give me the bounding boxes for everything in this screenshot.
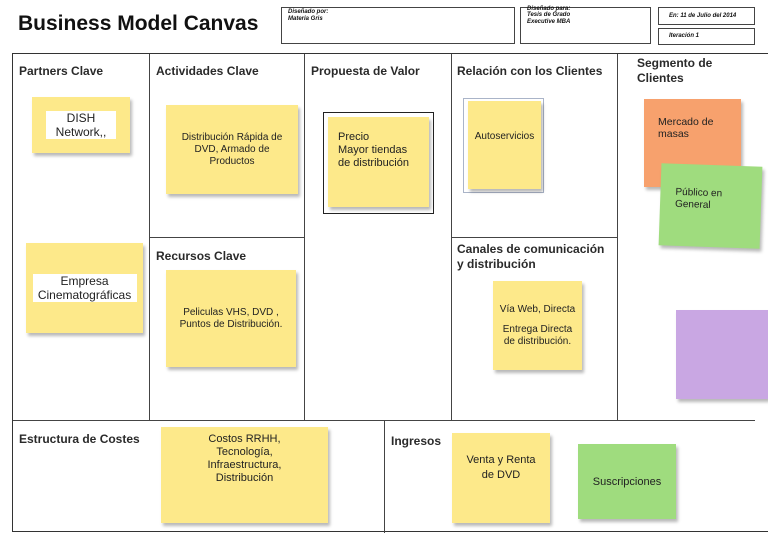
- section-title-costes: Estructura de Costes: [19, 432, 140, 446]
- section-title-partners: Partners Clave: [19, 64, 104, 78]
- divider: [384, 420, 385, 533]
- sticky-note-purple[interactable]: [676, 310, 768, 399]
- note-text: Venta y Renta de DVD: [466, 454, 536, 481]
- section-title-actividades: Actividades Clave: [156, 64, 259, 78]
- divider: [149, 237, 304, 238]
- canvas-board: [12, 53, 768, 533]
- sticky-note-peliculas[interactable]: Peliculas VHS, DVD , Puntos de Distribuc…: [166, 270, 296, 367]
- note-text: DISH Network,,: [46, 111, 116, 139]
- designed-for-box: Diseñado para: Tesis de Grado Executive …: [520, 6, 651, 44]
- iteration-box: Iteración 1: [658, 28, 755, 45]
- note-text: Distribución Rápida de DVD, Armado de Pr…: [181, 131, 283, 167]
- sticky-note-suscripciones[interactable]: Suscripciones: [578, 444, 676, 519]
- divider: [451, 237, 617, 238]
- iteration-text: Iteración 1: [669, 33, 700, 39]
- designed-by-box: Diseñado por: Materia Gris: [281, 7, 515, 44]
- divider: [304, 54, 305, 420]
- highlight-frame-propuesta: [323, 112, 434, 214]
- note-text: Peliculas VHS, DVD , Puntos de Distribuc…: [179, 306, 283, 330]
- note-text: Autoservicios: [474, 131, 535, 142]
- sticky-note-dish[interactable]: DISH Network,,: [32, 97, 130, 153]
- sticky-note-canales[interactable]: Vía Web, Directa Entrega Directa de dist…: [493, 281, 582, 370]
- designed-by-label: Diseñado por:: [288, 9, 329, 15]
- note-text: Precio: [338, 131, 370, 143]
- date-box: En: 11 de Julio del 2014: [658, 7, 755, 25]
- designed-for-label: Diseñado para:: [527, 6, 571, 12]
- highlight-frame-relacion: [463, 98, 544, 193]
- section-title-canales: Canales de comunicación y distribución: [457, 242, 605, 271]
- note-text: Vía Web, Directa: [499, 303, 576, 315]
- sticky-note-costos[interactable]: Costos RRHH, Tecnología, Infraestructura…: [161, 427, 328, 523]
- section-title-recursos: Recursos Clave: [156, 249, 247, 263]
- date-text: En: 11 de Julio del 2014: [669, 13, 737, 19]
- sticky-note-propuesta[interactable]: Precio Mayor tiendas de distribución: [328, 117, 429, 207]
- designed-by-value: Materia Gris: [288, 16, 323, 22]
- note-text: Mercado de masas: [658, 116, 714, 140]
- sticky-note-empresa[interactable]: Empresa Cinematográficas: [26, 243, 143, 333]
- section-title-propuesta: Propuesta de Valor: [311, 64, 420, 78]
- note-text: Costos RRHH, Tecnología, Infraestructura…: [207, 433, 282, 484]
- designed-for-value-2: Executive MBA: [527, 19, 571, 25]
- designed-for-value-1: Tesis de Grado: [527, 12, 571, 18]
- note-text: Público en General: [674, 186, 723, 211]
- section-title-segmento: Segmento de Clientes: [637, 56, 713, 85]
- divider: [617, 54, 618, 420]
- note-text: Empresa Cinematográficas: [32, 274, 137, 302]
- sticky-note-publico[interactable]: Público en General: [658, 163, 763, 249]
- note-text: Mayor tiendas de distribución: [338, 144, 409, 169]
- note-text: Entrega Directa de distribución.: [502, 323, 573, 347]
- sticky-note-distribucion[interactable]: Distribución Rápida de DVD, Armado de Pr…: [166, 105, 298, 194]
- sticky-note-autoservicios[interactable]: Autoservicios: [468, 101, 541, 189]
- page-title: Business Model Canvas: [18, 12, 259, 35]
- section-title-relacion: Relación con los Clientes: [457, 64, 603, 78]
- sticky-note-venta[interactable]: Venta y Renta de DVD: [452, 433, 550, 523]
- note-text: Suscripciones: [592, 475, 662, 488]
- section-title-ingresos: Ingresos: [391, 434, 442, 448]
